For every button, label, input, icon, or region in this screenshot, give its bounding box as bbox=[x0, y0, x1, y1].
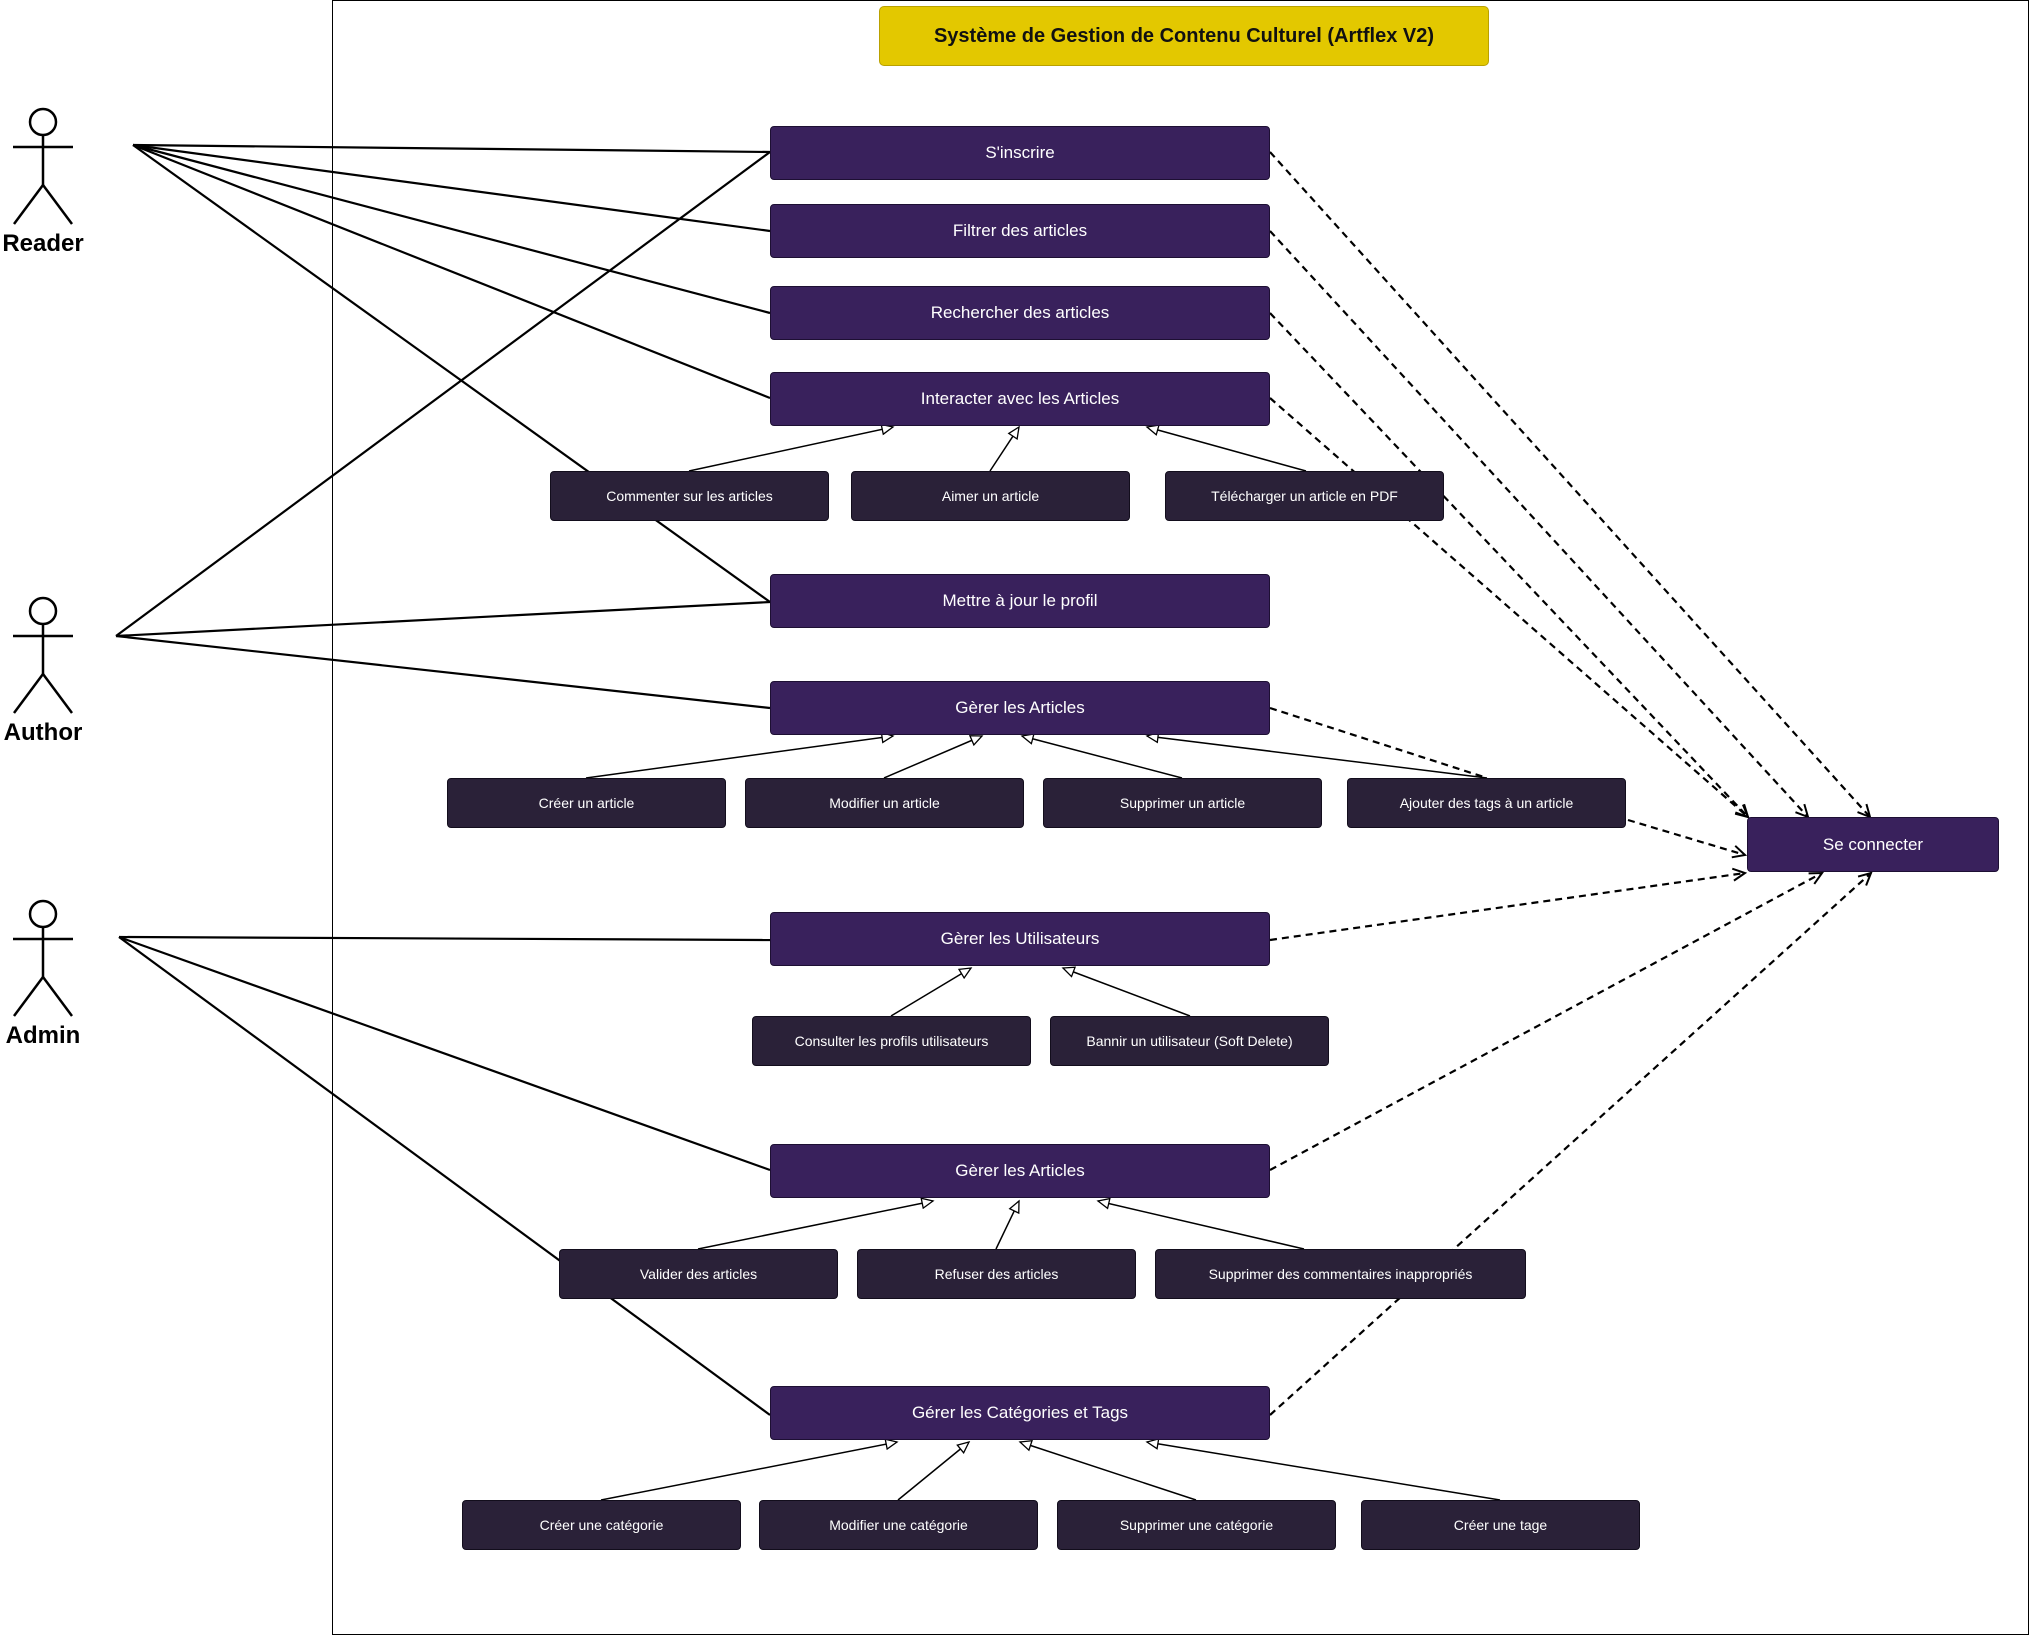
usecase-ban-user[interactable]: Bannir un utilisateur (Soft Delete) bbox=[1050, 1016, 1329, 1066]
gen-like bbox=[989, 425, 1020, 472]
gen-delete-comments bbox=[1096, 1197, 1305, 1250]
gen-ban-user bbox=[1061, 966, 1191, 1017]
reader-actor-icon bbox=[12, 107, 74, 225]
assoc-reader-filter bbox=[132, 143, 771, 233]
gen-comment bbox=[688, 423, 895, 472]
admin-label: Admin bbox=[5, 1022, 81, 1049]
gen-create-tag bbox=[1145, 1437, 1501, 1501]
usecase-signup[interactable]: S'inscrire bbox=[770, 126, 1270, 180]
usecase-delete-category[interactable]: Supprimer une catégorie bbox=[1057, 1500, 1336, 1550]
usecase-update-profile[interactable]: Mettre à jour le profil bbox=[770, 574, 1270, 628]
author-label: Author bbox=[3, 719, 83, 746]
usecase-delete-comments[interactable]: Supprimer des commentaires inappropriés bbox=[1155, 1249, 1526, 1299]
usecase-delete-article[interactable]: Supprimer un article bbox=[1043, 778, 1322, 828]
assoc-author-manage bbox=[115, 634, 771, 710]
author-actor-icon bbox=[12, 596, 74, 714]
usecase-refuse-articles[interactable]: Refuser des articles bbox=[857, 1249, 1136, 1299]
reader-label: Reader bbox=[2, 230, 84, 257]
include-dependencies bbox=[1269, 151, 1873, 1416]
usecase-filter-articles[interactable]: Filtrer des articles bbox=[770, 204, 1270, 258]
author-associations bbox=[115, 151, 771, 710]
assoc-admin-users bbox=[118, 935, 771, 942]
admin-actor-icon bbox=[12, 899, 74, 1017]
usecase-add-tags[interactable]: Ajouter des tags à un article bbox=[1347, 778, 1626, 828]
dep-search bbox=[1269, 312, 1750, 819]
generalizations bbox=[585, 423, 1501, 1501]
usecase-validate-articles[interactable]: Valider des articles bbox=[559, 1249, 838, 1299]
dep-manage-articles bbox=[1269, 706, 1488, 780]
dep-categories bbox=[1269, 871, 1873, 1416]
usecase-manage-articles-admin[interactable]: Gèrer les Articles bbox=[770, 1144, 1270, 1198]
usecase-manage-categories-tags[interactable]: Gérer les Catégories et Tags bbox=[770, 1386, 1270, 1440]
usecase-create-article[interactable]: Créer un article bbox=[447, 778, 726, 828]
dep-signup bbox=[1269, 151, 1872, 819]
assoc-reader-signup bbox=[132, 143, 771, 154]
dep-interact bbox=[1269, 397, 1750, 819]
gen-validate bbox=[697, 1197, 935, 1250]
usecase-interact-articles[interactable]: Interacter avec les Articles bbox=[770, 372, 1270, 426]
assoc-reader-profile bbox=[132, 144, 771, 603]
usecase-modify-article[interactable]: Modifier un article bbox=[745, 778, 1024, 828]
gen-modify-article bbox=[883, 735, 984, 779]
gen-delete-article bbox=[1020, 733, 1183, 779]
system-title: Système de Gestion de Contenu Culturel (… bbox=[879, 6, 1489, 66]
usecase-create-tag[interactable]: Créer une tage bbox=[1361, 1500, 1640, 1550]
usecase-download-pdf[interactable]: Télécharger un article en PDF bbox=[1165, 471, 1444, 521]
gen-create-category bbox=[600, 1438, 899, 1501]
usecase-login[interactable]: Se connecter bbox=[1747, 817, 1999, 872]
usecase-like-article[interactable]: Aimer un article bbox=[851, 471, 1130, 521]
assoc-author-signup bbox=[115, 151, 771, 637]
assoc-author-profile bbox=[115, 600, 771, 638]
gen-download bbox=[1145, 424, 1307, 472]
assoc-admin-articles bbox=[118, 935, 771, 1172]
gen-view-profiles bbox=[890, 967, 973, 1017]
usecase-comment-articles[interactable]: Commenter sur les articles bbox=[550, 471, 829, 521]
usecase-view-profiles[interactable]: Consulter les profils utilisateurs bbox=[752, 1016, 1031, 1066]
usecase-search-articles[interactable]: Rechercher des articles bbox=[770, 286, 1270, 340]
dep-filter bbox=[1269, 230, 1810, 819]
dep-admin-articles bbox=[1269, 871, 1824, 1171]
admin-associations bbox=[118, 935, 771, 1416]
usecase-manage-users[interactable]: Gèrer les Utilisateurs bbox=[770, 912, 1270, 966]
gen-create-article bbox=[585, 731, 895, 779]
reader-associations bbox=[132, 143, 771, 603]
gen-delete-category bbox=[1018, 1439, 1197, 1501]
usecase-modify-category[interactable]: Modifier une catégorie bbox=[759, 1500, 1038, 1550]
assoc-admin-categories bbox=[118, 936, 771, 1416]
assoc-reader-interact bbox=[132, 143, 771, 400]
usecase-create-category[interactable]: Créer une catégorie bbox=[462, 1500, 741, 1550]
dep-manage-users bbox=[1269, 867, 1748, 942]
usecase-manage-articles-author[interactable]: Gèrer les Articles bbox=[770, 681, 1270, 735]
dep-tags bbox=[1627, 818, 1748, 859]
gen-modify-category bbox=[897, 1441, 971, 1501]
gen-tags-article bbox=[1145, 731, 1488, 779]
gen-refuse bbox=[995, 1199, 1020, 1250]
assoc-reader-search bbox=[132, 143, 771, 315]
